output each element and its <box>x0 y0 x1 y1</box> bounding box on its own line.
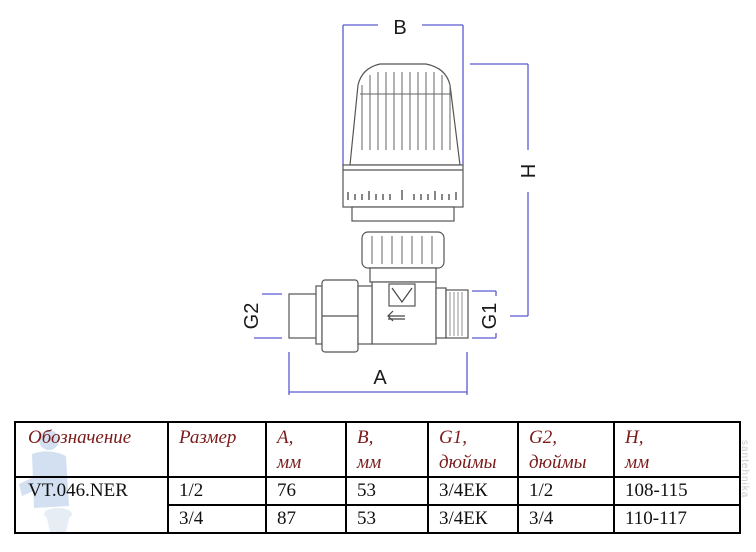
dim-label-a: A <box>373 367 387 389</box>
cell-h: 108-115 <box>613 476 741 506</box>
dim-label-g1: G1 <box>479 303 501 330</box>
table-row: 3/4 87 53 3/4ЕК 3/4 110-117 <box>15 504 741 534</box>
cell-g1: 3/4ЕК <box>427 504 519 534</box>
cell-b: 53 <box>345 504 429 534</box>
flow-arrow-icon <box>387 310 405 322</box>
valve-drawing: B H A G2 G1 <box>241 17 538 395</box>
cell-size: 3/4 <box>167 504 267 534</box>
valve-body <box>288 63 469 353</box>
cell-g1: 3/4ЕК <box>427 476 519 506</box>
header-b: B,мм <box>345 421 429 478</box>
header-designation: Обозначение <box>14 421 169 478</box>
thermo-head-ribs <box>360 72 452 150</box>
dim-label-g2: G2 <box>241 303 263 330</box>
header-size: Размер <box>167 421 267 478</box>
cell-g2: 3/4 <box>517 504 615 534</box>
site-watermark: santehnika <box>739 440 750 499</box>
thermo-scale-band <box>342 164 464 208</box>
dim-label-h: H <box>516 164 538 178</box>
valve-neck <box>369 267 437 283</box>
cell-model: VT.046.NER <box>14 476 169 534</box>
cell-size: 1/2 <box>167 476 267 506</box>
cell-h: 110-117 <box>613 504 741 534</box>
scale-marks <box>347 190 457 200</box>
cell-a: 76 <box>265 476 347 506</box>
g1-thread <box>445 289 469 339</box>
header-g1: G1,дюймы <box>427 421 519 478</box>
header-h: H,мм <box>613 421 741 478</box>
header-a: A,мм <box>265 421 347 478</box>
specification-table: Обозначение Размер A,мм B,мм G1,дюймы G2… <box>14 421 741 534</box>
thermo-head-dome <box>349 63 461 166</box>
cell-a: 87 <box>265 504 347 534</box>
cell-g2: 1/2 <box>517 476 615 506</box>
thermo-base <box>351 206 455 222</box>
g2-tailpiece <box>288 293 320 339</box>
brand-logo-box <box>388 283 416 307</box>
dim-label-b: B <box>393 17 406 39</box>
cell-b: 53 <box>345 476 429 506</box>
table-header-row: Обозначение Размер A,мм B,мм G1,дюймы G2… <box>14 421 741 478</box>
header-g2: G2,дюймы <box>517 421 615 478</box>
table-row: VT.046.NER 1/2 76 53 3/4ЕК 1/2 108-115 <box>14 476 741 534</box>
dimension-lines <box>254 24 529 395</box>
